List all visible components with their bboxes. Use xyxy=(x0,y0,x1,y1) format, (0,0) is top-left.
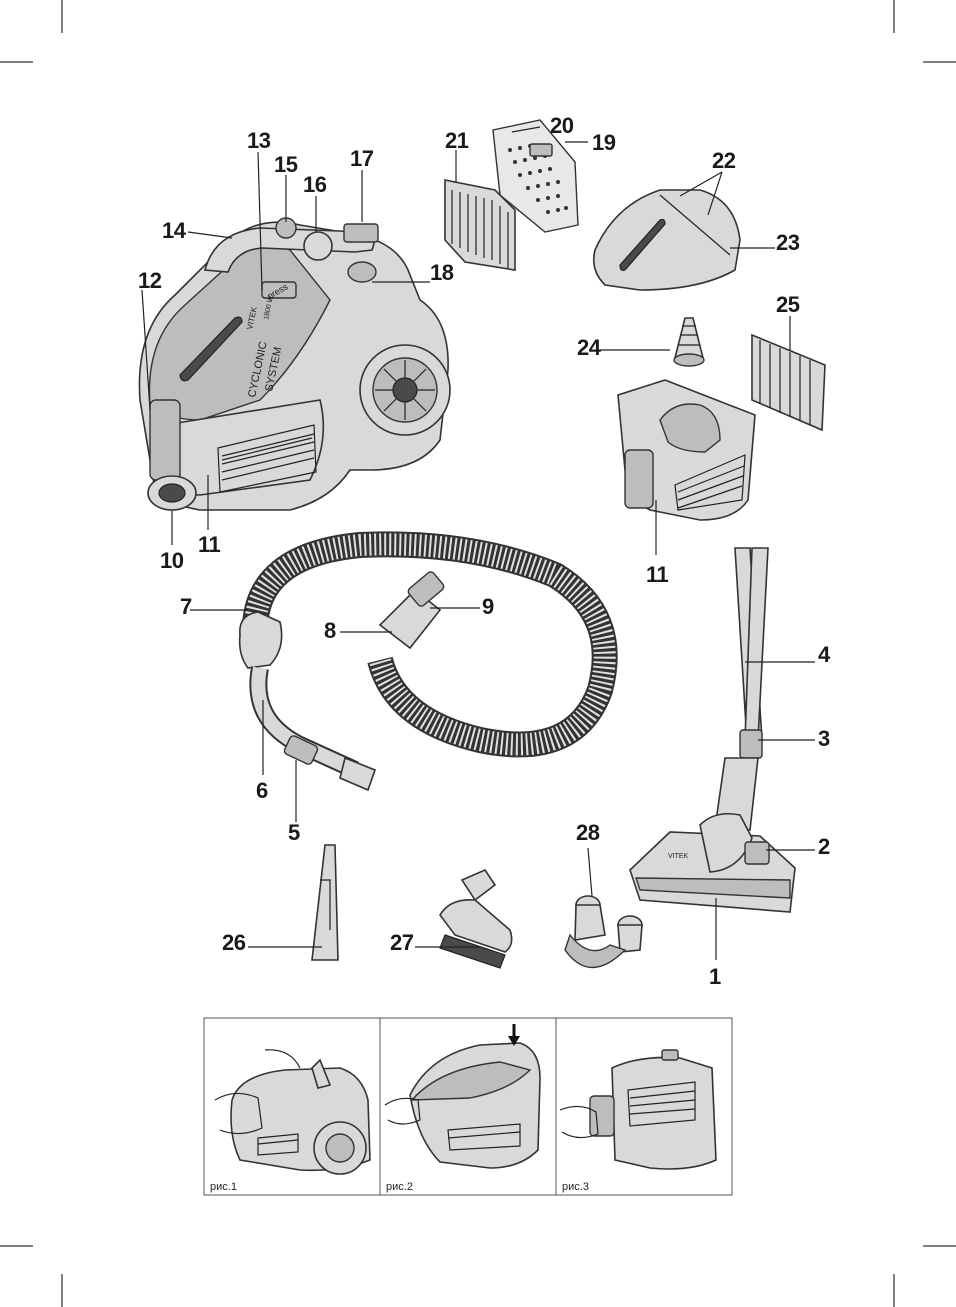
front-grille xyxy=(217,424,317,493)
callout-18: 18 xyxy=(430,260,454,285)
callout-25: 25 xyxy=(776,292,800,317)
callout-7: 7 xyxy=(180,594,192,619)
telescopic-tube xyxy=(714,547,769,831)
callout-8: 8 xyxy=(324,618,336,643)
callout-14: 14 xyxy=(162,218,187,243)
figure-3: рис.3 xyxy=(559,1049,717,1193)
callout-5: 5 xyxy=(288,820,300,845)
nozzle-brand-label: VITEK xyxy=(668,853,689,860)
callout-6: 6 xyxy=(256,778,268,803)
callout-11-body: 11 xyxy=(198,532,221,557)
callout-13: 13 xyxy=(247,128,271,153)
callout-24: 24 xyxy=(577,335,602,360)
callout-28: 28 xyxy=(576,820,600,845)
figure-2-caption: рис.2 xyxy=(386,1181,413,1193)
exhaust-filter-assembly xyxy=(444,119,579,271)
vacuum-body: press VITEK 1800 W CYCLONIC SYSTEM xyxy=(138,217,451,511)
callout-2: 2 xyxy=(818,834,830,859)
dusting-brush xyxy=(439,868,513,969)
callout-16: 16 xyxy=(303,172,327,197)
accessory-holder xyxy=(564,895,643,969)
floor-nozzle: VITEK xyxy=(629,812,796,913)
dust-container xyxy=(617,379,756,521)
cyclone-filter xyxy=(751,333,826,432)
callout-11-container: 11 xyxy=(646,562,669,587)
cone-filter xyxy=(673,317,705,367)
callout-22: 22 xyxy=(712,148,736,173)
figure-3-caption: рис.3 xyxy=(562,1181,589,1193)
figure-panels: рис.1 рис.2 рис.3 xyxy=(203,1017,733,1196)
callout-27: 27 xyxy=(390,930,414,955)
callout-labels: 13 15 16 17 14 12 18 10 11 21 20 19 22 2… xyxy=(138,113,832,989)
callout-26: 26 xyxy=(222,930,246,955)
callout-10: 10 xyxy=(160,548,184,573)
figure-1: рис.1 xyxy=(210,1049,371,1193)
callout-20: 20 xyxy=(550,113,574,138)
leader-lines xyxy=(141,126,815,960)
callout-17: 17 xyxy=(350,146,374,171)
hose-assembly xyxy=(238,531,618,792)
filter-cover xyxy=(592,189,741,291)
model-label: 1800 W xyxy=(263,295,275,320)
callout-23: 23 xyxy=(776,230,800,255)
crevice-tool xyxy=(311,844,339,961)
figure-1-caption: рис.1 xyxy=(210,1181,237,1193)
callout-3: 3 xyxy=(818,726,830,751)
callout-15: 15 xyxy=(274,152,298,177)
callout-1: 1 xyxy=(709,964,721,989)
callout-12: 12 xyxy=(138,268,162,293)
callout-4: 4 xyxy=(818,642,831,667)
callout-9: 9 xyxy=(482,594,494,619)
callout-19: 19 xyxy=(592,130,616,155)
figure-2: рис.2 xyxy=(384,1024,541,1193)
callout-21: 21 xyxy=(445,128,469,153)
